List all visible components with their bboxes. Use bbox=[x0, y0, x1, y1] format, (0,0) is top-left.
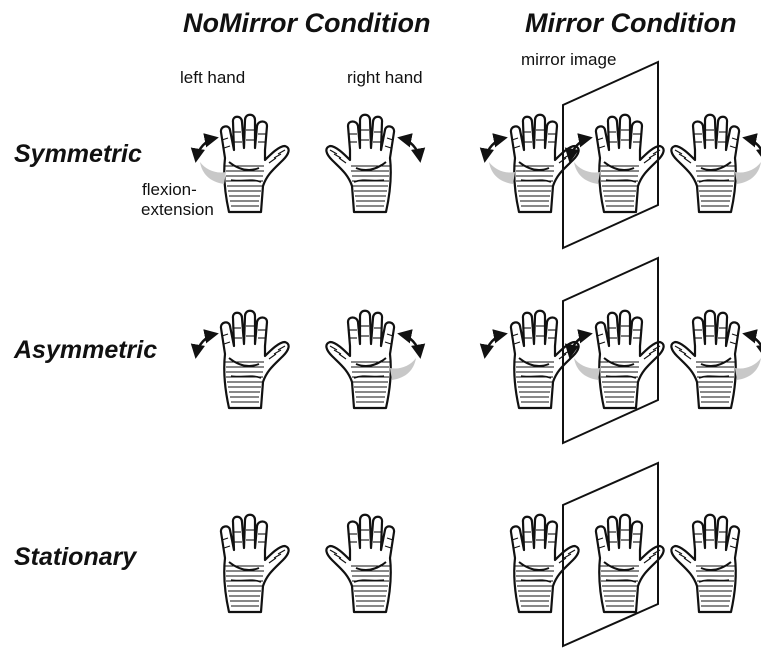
hand-icon bbox=[511, 115, 579, 212]
hand-icon bbox=[326, 115, 394, 212]
motion-arrow-icon bbox=[196, 138, 226, 184]
hand-icon bbox=[221, 515, 289, 612]
hand-icon bbox=[221, 115, 289, 212]
motion-arrow-icon bbox=[735, 334, 761, 380]
hand-icon bbox=[326, 311, 394, 408]
motion-arrow-icon bbox=[570, 334, 600, 380]
motion-arrow-icon bbox=[400, 138, 420, 160]
hand-icon bbox=[596, 115, 664, 212]
hand-icon bbox=[221, 311, 289, 408]
hand-icon bbox=[596, 311, 664, 408]
hand-icon bbox=[671, 515, 739, 612]
hand-icon bbox=[511, 311, 579, 408]
motion-arrow-icon bbox=[196, 334, 216, 356]
hand-icon bbox=[326, 515, 394, 612]
motion-arrow-icon bbox=[570, 138, 600, 184]
motion-arrow-icon bbox=[485, 138, 515, 184]
hand-icon bbox=[596, 515, 664, 612]
hand-icon bbox=[511, 515, 579, 612]
motion-arrow-icon bbox=[390, 334, 420, 380]
motion-arrow-icon bbox=[735, 138, 761, 184]
hand-icon bbox=[671, 311, 739, 408]
hand-icon bbox=[671, 115, 739, 212]
motion-arrow-icon bbox=[485, 334, 505, 356]
